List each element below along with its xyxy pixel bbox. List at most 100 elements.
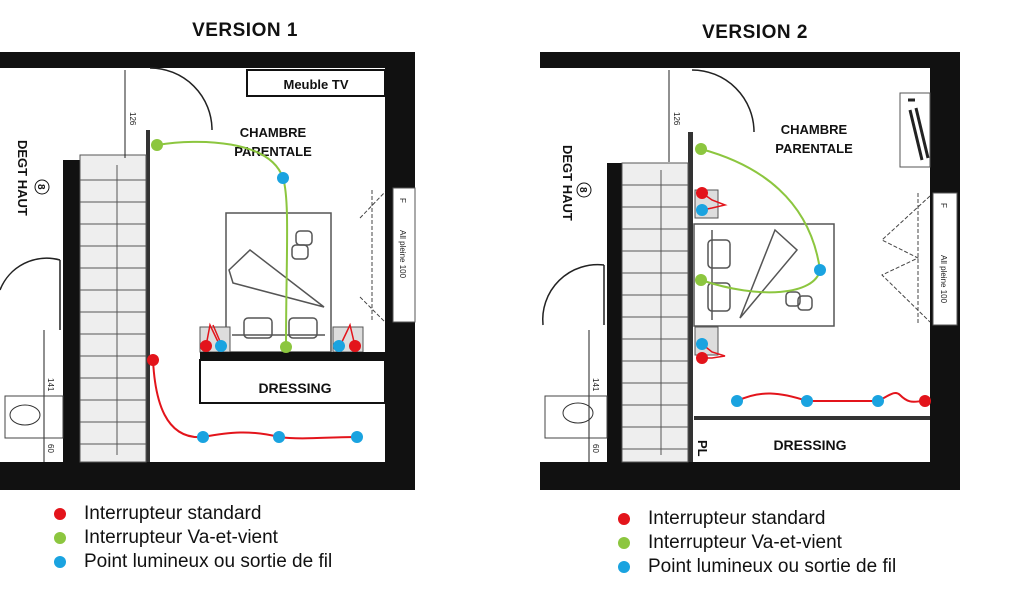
bedside-wire <box>701 192 728 359</box>
blue-dot-icon <box>54 556 66 568</box>
hall-number: 8 <box>577 187 588 193</box>
sink-counter <box>544 395 608 439</box>
red-dot-icon <box>618 513 630 525</box>
legend-label: Interrupteur standard <box>84 503 262 524</box>
legend-item-standard: Interrupteur standard <box>54 502 332 526</box>
tv-icon <box>908 98 930 161</box>
wall-bedroom-left <box>688 132 693 462</box>
light-point <box>872 395 884 407</box>
standard-switch <box>349 340 361 352</box>
hall-number-circle <box>34 179 50 195</box>
green-dot-icon <box>618 537 630 549</box>
door-swing <box>691 69 755 133</box>
closet-label: PL <box>695 440 710 457</box>
wall-bottom <box>0 462 415 490</box>
standard-switch <box>147 354 159 366</box>
plan-version-1: 126 141 60 DEGT HAUT 8 Meuble TV CHAMBRE… <box>0 52 416 490</box>
wall-dressing <box>200 352 385 360</box>
room-label-line1: CHAMBRE <box>781 122 848 137</box>
room-label-line2: PARENTALE <box>775 141 853 156</box>
legend-item-light: Point lumineux ou sortie de fil <box>618 555 896 579</box>
standard-wire <box>152 359 358 440</box>
version-1-title: VERSION 1 <box>192 20 298 41</box>
hall-label: DEGT HAUT <box>560 145 575 221</box>
dressing-box <box>199 359 386 404</box>
light-point <box>814 264 826 276</box>
room-label-line2: PARENTALE <box>234 144 312 159</box>
dimension-top: 126 <box>672 112 681 126</box>
legend-label: Point lumineux ou sortie de fil <box>648 556 897 577</box>
light-point <box>696 204 708 216</box>
dimension-bottom: 60 <box>46 444 55 453</box>
wall-bedroom-left <box>146 130 150 462</box>
red-dot-icon <box>54 508 66 520</box>
window-swing <box>359 190 386 323</box>
wall-top <box>0 52 415 68</box>
two-way-wire <box>700 148 822 294</box>
dimension-bottom: 60 <box>591 444 600 453</box>
wall-top <box>540 52 960 68</box>
tv-unit <box>246 69 386 97</box>
legend-label: Interrupteur Va-et-vient <box>84 527 278 548</box>
bed <box>225 212 332 353</box>
standard-switch <box>919 395 931 407</box>
legend-version-1: Interrupteur standard Interrupteur Va-et… <box>54 502 332 574</box>
blue-dot-icon <box>618 561 630 573</box>
door-swing <box>149 67 213 131</box>
dressing-label: DRESSING <box>773 437 846 453</box>
legend-label: Interrupteur standard <box>648 508 826 529</box>
version-2-title: VERSION 2 <box>702 22 808 43</box>
sink <box>562 402 594 424</box>
light-point <box>277 172 289 184</box>
light-point <box>801 395 813 407</box>
window <box>392 187 416 323</box>
two-way-wire <box>156 140 289 348</box>
legend-item-light: Point lumineux ou sortie de fil <box>54 550 332 574</box>
two-way-switch <box>280 341 292 353</box>
legend-item-two-way: Interrupteur Va-et-vient <box>54 526 332 550</box>
tv-unit-label: Meuble TV <box>283 77 348 92</box>
dimension-left: 141 <box>591 378 600 392</box>
standard-switch <box>696 352 708 364</box>
window <box>932 192 958 326</box>
light-point <box>197 431 209 443</box>
dimension-top: 126 <box>128 112 137 126</box>
two-way-switch <box>695 274 707 286</box>
hall-number-circle <box>576 182 592 198</box>
wall-dressing <box>694 416 930 420</box>
stairs <box>79 154 147 463</box>
light-point <box>215 340 227 352</box>
legend-label: Point lumineux ou sortie de fil <box>84 551 333 572</box>
window-label: All pleine 100 <box>939 255 948 304</box>
wall-stair <box>63 160 80 490</box>
light-point <box>333 340 345 352</box>
light-point <box>731 395 743 407</box>
light-point <box>351 431 363 443</box>
legend-label: Interrupteur Va-et-vient <box>648 532 842 553</box>
standard-switch <box>200 340 212 352</box>
legend-item-two-way: Interrupteur Va-et-vient <box>618 531 896 555</box>
green-dot-icon <box>54 532 66 544</box>
dressing-label: DRESSING <box>258 380 331 396</box>
sink-counter <box>4 395 64 439</box>
legend-version-2: Interrupteur standard Interrupteur Va-et… <box>618 507 896 579</box>
window-swing <box>881 193 931 325</box>
hall-number: 8 <box>35 184 46 190</box>
sink <box>9 404 41 426</box>
door-swing-hall <box>0 257 61 330</box>
legend-item-standard: Interrupteur standard <box>618 507 896 531</box>
wall-bottom <box>540 462 960 490</box>
stairs <box>621 162 689 463</box>
hall-label: DEGT HAUT <box>15 140 30 216</box>
dimension-left: 141 <box>46 378 55 392</box>
bed <box>693 223 835 327</box>
standard-switch <box>696 187 708 199</box>
window-mark: F <box>398 198 407 203</box>
light-point <box>273 431 285 443</box>
two-way-switch <box>695 143 707 155</box>
room-label-line1: CHAMBRE <box>240 125 307 140</box>
plan-version-2: 126 141 60 DEGT HAUT 8 CHAMBRE PARENTALE… <box>540 52 960 490</box>
standard-wire <box>736 391 926 403</box>
window-mark: F <box>939 203 948 208</box>
